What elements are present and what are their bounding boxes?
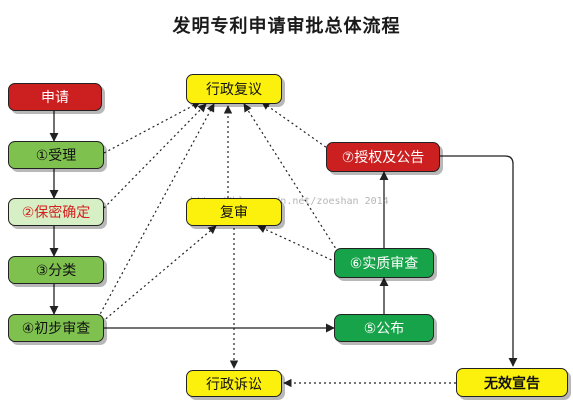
dotted-accept-to-admin-review (103, 101, 201, 154)
node-secrecy: ②保密确定 (8, 198, 104, 226)
dotted-secrecy-to-admin-review (103, 103, 207, 209)
node-prelim: ④初步审查 (8, 314, 104, 342)
dotted-substantive-to-admin-review (243, 103, 339, 253)
node-admin-lawsuit: 行政诉讼 (186, 370, 282, 397)
node-accept: ①受理 (8, 141, 104, 169)
node-classify: ③分类 (8, 256, 104, 284)
node-reexam: 复审 (186, 198, 282, 226)
node-publish: ⑤公布 (334, 314, 434, 342)
node-grant: ⑦授权及公告 (326, 142, 440, 172)
dotted-prelim-to-reexam (101, 225, 217, 323)
node-substantive: ⑥实质审查 (334, 248, 434, 278)
node-admin-review: 行政复议 (186, 74, 282, 104)
dotted-substantive-to-reexam (257, 225, 337, 263)
node-apply: 申请 (8, 83, 102, 111)
dotted-prelim-to-admin-review (97, 103, 215, 319)
arrow-grant-to-invalidation (440, 155, 518, 367)
page-title: 发明专利申请审批总体流程 (172, 16, 401, 37)
node-invalidation: 无效宣告 (456, 368, 568, 397)
watermark: http://blog.csdn.net/zoeshan 2014 (190, 196, 389, 207)
dotted-grant-to-admin-review (261, 101, 331, 151)
